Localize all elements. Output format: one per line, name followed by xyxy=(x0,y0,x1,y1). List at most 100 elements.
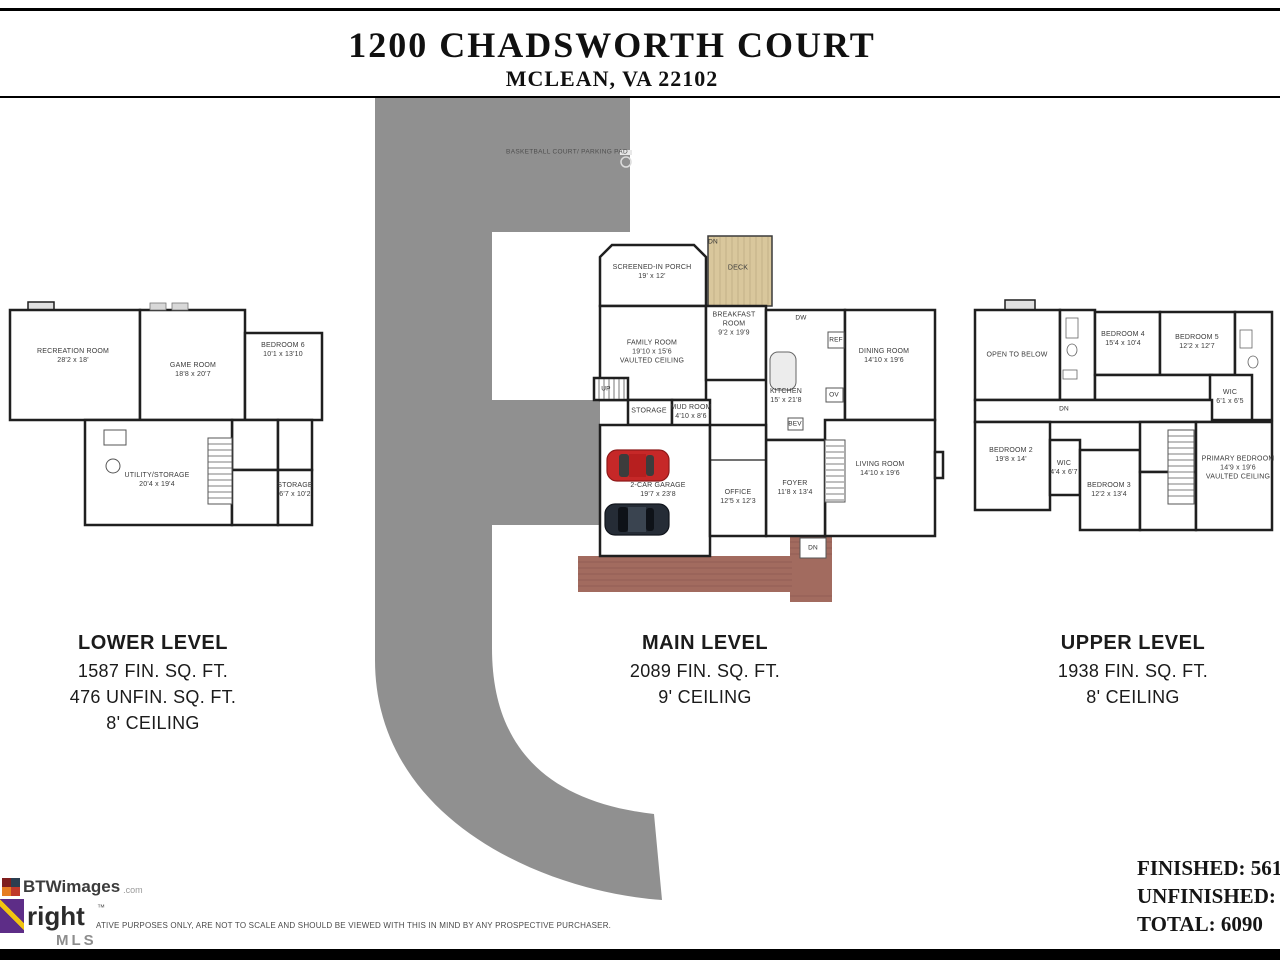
room-dims: 12'2 x 12'7 xyxy=(1179,343,1215,350)
room-dims: 14'10 x 19'6 xyxy=(860,470,900,477)
mls-label: MLS xyxy=(56,932,97,949)
dw-label: DW xyxy=(795,314,807,322)
room-name: WIC xyxy=(1056,459,1072,467)
room-dims: 19'10 x 15'6 xyxy=(632,348,672,356)
room-label-foyer: FOYER 11'8 x 13'4 xyxy=(777,479,812,497)
deck-structure xyxy=(707,235,773,307)
room-dims: 4'10 x 8'6 xyxy=(675,413,707,420)
lower-level-sqft: 1587 FIN. SQ. FT. xyxy=(77,661,229,681)
room-dims: 15'4 x 10'4 xyxy=(1105,340,1141,347)
room-label-mud: MUD ROOM 4'10 x 8'6 xyxy=(670,403,712,421)
room-name: UTILITY/STORAGE xyxy=(124,471,190,479)
refrigerator-icon xyxy=(827,331,845,349)
foyer-stairs xyxy=(824,439,846,503)
room-name: DECK xyxy=(727,264,749,272)
room-name: BEDROOM 2 xyxy=(989,446,1033,454)
room-name: GAME ROOM xyxy=(169,361,217,369)
main-level-caption: MAIN LEVEL 2089 FIN. SQ. FT. 9' CEILING xyxy=(595,632,815,708)
room-label-office: OFFICE 12'5 x 12'3 xyxy=(720,488,756,506)
btw-images-logo-text: BTWimages xyxy=(23,877,121,896)
room-dims: 19'7 x 23'8 xyxy=(640,491,676,498)
btw-images-logo: BTWimages .com xyxy=(2,878,143,896)
room-name: PRIMARY BEDROOM xyxy=(1201,455,1275,463)
page-subtitle: MCLEAN, VA 22102 xyxy=(505,66,719,91)
front-stoop xyxy=(799,537,827,559)
room-label-open-to-below: OPEN TO BELOW xyxy=(986,350,1047,359)
room-dims: 6'1 x 6'5 xyxy=(1216,398,1244,405)
room-label-bedroom2: BEDROOM 2 19'8 x 14' xyxy=(989,446,1033,464)
room-name: RECREATION ROOM xyxy=(36,347,110,355)
ref-label: REF xyxy=(829,336,843,344)
room-label-wic2: WIC 4'4 x 6'7 xyxy=(1050,459,1077,477)
driveway-label: BASKETBALL COURT/ PARKING PAD xyxy=(506,147,628,156)
main-level-name: MAIN LEVEL xyxy=(641,632,769,654)
upper-level-sqft: 1938 FIN. SQ. FT. xyxy=(1057,661,1209,681)
room-name: WIC xyxy=(1222,388,1238,396)
upper-level-caption: UPPER LEVEL 1938 FIN. SQ. FT. 8' CEILING xyxy=(1023,632,1243,708)
room-dims: 19' x 12' xyxy=(638,273,666,280)
room-label-porch: SCREENED-IN PORCH 19' x 12' xyxy=(613,263,692,281)
main-level-ceiling: 9' CEILING xyxy=(658,687,752,707)
room-extra: VAULTED CEILING xyxy=(619,357,685,365)
room-name: FAMILY ROOM xyxy=(626,339,678,347)
room-label-main-storage: STORAGE xyxy=(631,406,667,415)
finished-total: FINISHED: 5614 xyxy=(1137,856,1280,880)
bright-mls-logo: right ™ MLS xyxy=(0,899,120,949)
bright-mls-logo-icon xyxy=(0,899,24,933)
lower-level-caption: LOWER LEVEL 1587 FIN. SQ. FT. 476 UNFIN.… xyxy=(43,632,263,734)
room-dims: 12'5 x 12'3 xyxy=(720,498,756,505)
room-label-deck: DECK xyxy=(728,263,748,272)
room-label-living: LIVING ROOM 14'10 x 19'6 xyxy=(856,460,905,478)
room-label-bedroom3: BEDROOM 3 12'2 x 13'4 xyxy=(1087,481,1131,499)
room-dims: 10'1 x 13'10 xyxy=(263,351,303,358)
lower-level-name: LOWER LEVEL xyxy=(78,632,228,654)
room-dims: 12'2 x 13'4 xyxy=(1091,491,1127,498)
room-label-recreation: RECREATION ROOM 28'2 x 18' xyxy=(37,347,109,365)
room-name: STORAGE xyxy=(277,481,313,489)
room-dims: 6'7 x 10'2 xyxy=(279,491,311,498)
room-dims: 14'10 x 19'6 xyxy=(864,357,904,364)
top-rule xyxy=(0,8,1280,11)
room-label-bedroom5: BEDROOM 5 12'2 x 12'7 xyxy=(1175,333,1219,351)
room-name: FOYER xyxy=(782,479,808,487)
room-name: 2-CAR GARAGE xyxy=(630,481,686,489)
room-dims: 14'9 x 19'6 xyxy=(1220,464,1256,472)
driveway-label-line1: BASKETBALL COURT/ xyxy=(506,148,580,156)
basketball-hoop-icon xyxy=(620,150,632,155)
upper-level-details xyxy=(1062,317,1259,505)
square-footage-totals: FINISHED: 5614 UNFINISHED: 476 TOTAL: 60… xyxy=(1137,854,1280,938)
room-label-lower-storage: STORAGE 6'7 x 10'2 xyxy=(277,481,313,499)
beverage-center-icon xyxy=(787,417,804,431)
bath-fixtures xyxy=(1062,317,1259,380)
room-dims: 4'4 x 6'7 xyxy=(1050,469,1078,476)
upper-level-name: UPPER LEVEL xyxy=(1060,632,1206,654)
room-name: MUD ROOM xyxy=(670,403,712,411)
lower-level-plan xyxy=(8,301,324,527)
main-level-details xyxy=(598,331,846,559)
room-label-wic1: WIC 6'1 x 6'5 xyxy=(1216,388,1243,406)
upper-level-ceiling: 8' CEILING xyxy=(1086,687,1180,707)
room-name: DINING ROOM xyxy=(858,347,910,355)
dn-upper-label: DN xyxy=(1059,405,1069,413)
room-dims: 9'2 x 19'9 xyxy=(718,329,750,337)
room-label-garage: 2-CAR GARAGE 19'7 x 23'8 xyxy=(630,481,685,499)
room-name: SCREENED-IN PORCH xyxy=(612,263,692,271)
room-name: LIVING ROOM xyxy=(855,460,905,468)
trademark-symbol: ™ xyxy=(97,903,105,912)
grand-total: TOTAL: 6090 xyxy=(1137,912,1263,936)
room-name: STORAGE xyxy=(631,407,667,415)
oven-icon xyxy=(825,387,844,403)
room-name: OFFICE xyxy=(724,488,752,496)
ov-label: OV xyxy=(829,391,839,399)
btw-images-logo-icon xyxy=(2,878,20,896)
room-name: BEDROOM 4 xyxy=(1101,330,1145,338)
upper-stairs xyxy=(1167,429,1195,505)
room-label-bedroom4: BEDROOM 4 15'4 x 10'4 xyxy=(1101,330,1145,348)
room-dims: 15' x 21'8 xyxy=(770,397,802,404)
room-dims: 18'8 x 20'7 xyxy=(175,371,211,378)
btw-images-logo-tld: .com xyxy=(123,885,143,895)
car-red xyxy=(606,449,670,482)
room-extra: VAULTED CEILING xyxy=(1205,473,1271,481)
